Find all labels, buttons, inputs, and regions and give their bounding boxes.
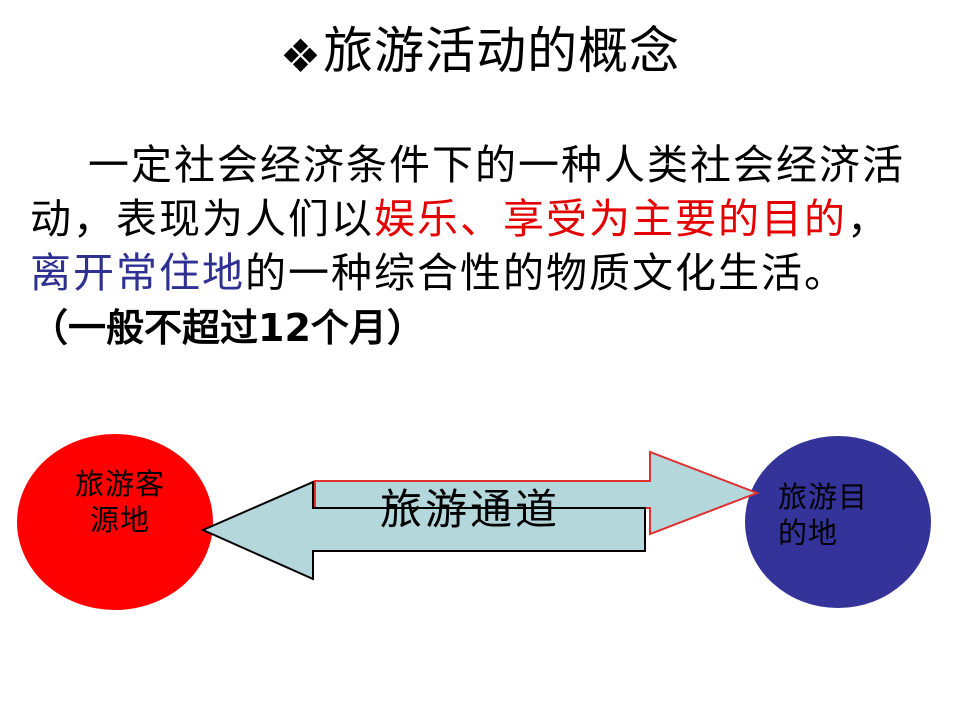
destination-node-shape	[745, 436, 931, 608]
page-title: ❖旅游活动的概念	[0, 26, 960, 80]
body-line-3-comma: ，	[847, 196, 890, 242]
body-line-4-black: 文化生活。	[632, 250, 847, 296]
body-line-2-black: 济活动，表现为人们以	[30, 142, 905, 242]
body-paragraph: 一定社会经济条件下的一种人类社会经济活动，表现为人们以娱乐、享受为主要的目的， 离…	[30, 138, 930, 355]
tourism-flow-diagram	[0, 420, 960, 630]
body-line-3-red-emphasis: 的目的	[718, 196, 847, 242]
body-line-3-black: 的一种综合性的物质	[245, 250, 632, 296]
diamond-bullet-icon: ❖	[279, 30, 322, 82]
body-line-2-red-emphasis: 娱乐、享受为主要	[374, 196, 718, 242]
body-line-1: 一定社会经济条件下的一种人类社会经	[88, 142, 819, 188]
page-title-text: 旅游活动的概念	[323, 23, 681, 79]
body-line-4-parenthetical: （一般不超过12个月）	[30, 306, 425, 350]
backward-arrow-shape	[200, 480, 646, 581]
source-node-shape	[17, 434, 213, 610]
body-line-3-blue-emphasis: 离开常住地	[30, 250, 245, 296]
